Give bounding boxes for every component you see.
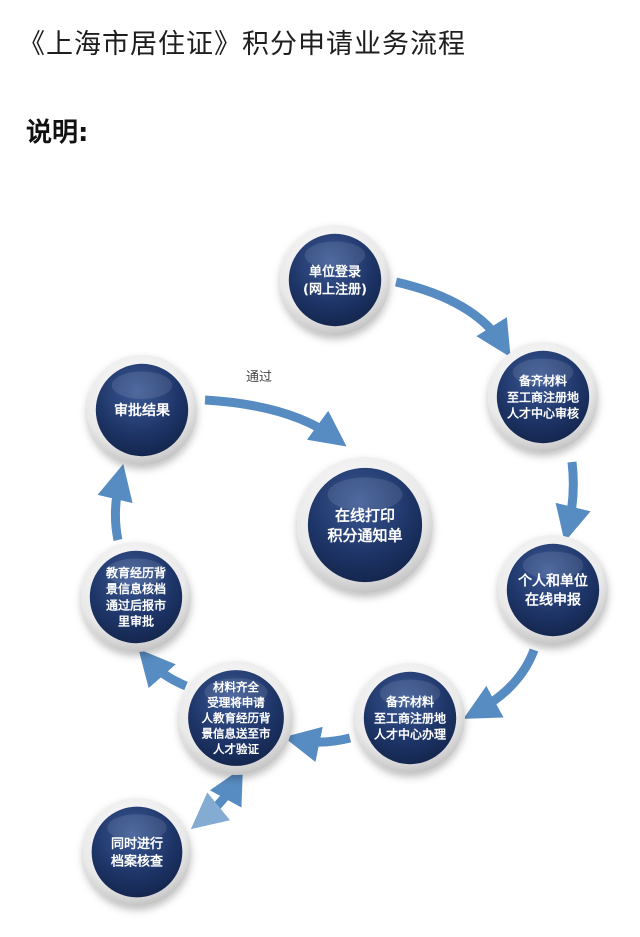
node-label: 至工商注册地	[374, 710, 446, 725]
edge-register-to-prepare-review	[394, 277, 511, 358]
node-core	[89, 550, 183, 644]
node-gloss	[105, 558, 167, 586]
node-label: 同时进行	[111, 836, 163, 852]
node-label: 景信息核档	[106, 581, 166, 596]
node-gloss	[304, 241, 366, 269]
node-label: 人教育经历背	[202, 711, 271, 725]
node-label: 里审批	[118, 614, 154, 629]
node-gloss	[522, 551, 584, 579]
node-label: 备齐材料	[385, 694, 434, 709]
edge-accept-send-to-verify-report	[138, 649, 188, 691]
node-gloss	[327, 477, 403, 512]
node-core	[307, 467, 423, 583]
node-label: 材料齐全	[213, 680, 259, 694]
node-label: 在线申报	[525, 591, 581, 608]
node-register: 单位登录(网上注册)	[280, 225, 390, 335]
node-core	[95, 363, 189, 457]
node-label: 档案核查	[111, 853, 164, 869]
node-label: 人才验证	[213, 742, 259, 756]
node-label: 单位登录	[309, 264, 361, 280]
node-label: 审批结果	[114, 402, 171, 419]
node-core	[496, 350, 590, 444]
node-gloss	[512, 358, 574, 386]
node-label: 备齐材料	[518, 373, 567, 388]
node-label: 受理将申请	[207, 696, 265, 710]
edge-online-apply-to-prepare-handle	[463, 648, 539, 719]
node-gloss	[107, 814, 167, 842]
edge-verify-report-to-approval-result	[97, 463, 133, 541]
node-approval-result: 审批结果	[87, 355, 197, 465]
node-label: (网上注册)	[303, 281, 367, 297]
edge-accept-send-to-archive-check	[190, 767, 243, 830]
node-gloss	[204, 678, 268, 707]
page-title: 《上海市居住证》积分申请业务流程	[18, 29, 466, 60]
node-core	[188, 670, 284, 766]
node-gloss	[111, 371, 173, 399]
node-label: 积分通知单	[327, 527, 402, 545]
section-heading: 说明:	[26, 118, 89, 148]
node-core	[506, 543, 600, 637]
node-label: 教育经历背	[105, 565, 166, 580]
node-label: 景信息送至市	[201, 727, 271, 741]
node-label: 个人和单位	[517, 573, 588, 590]
edge-prepare-review-to-online-apply	[555, 461, 591, 542]
node-core	[363, 671, 457, 765]
edge-approval-result-to-print-notice	[204, 395, 347, 447]
node-gloss	[379, 679, 441, 707]
node-label: 至工商注册地	[507, 389, 579, 404]
node-core	[91, 806, 183, 898]
node-label: 在线打印	[335, 506, 395, 524]
node-label: 人才中心办理	[374, 727, 446, 742]
node-core	[288, 233, 382, 327]
edge-prepare-handle-to-accept-send	[283, 726, 352, 763]
edge-label-approval-result-to-print-notice: 通过	[246, 370, 272, 385]
node-label: 人才中心审核	[507, 406, 579, 421]
node-label: 通过后报市	[106, 597, 166, 612]
